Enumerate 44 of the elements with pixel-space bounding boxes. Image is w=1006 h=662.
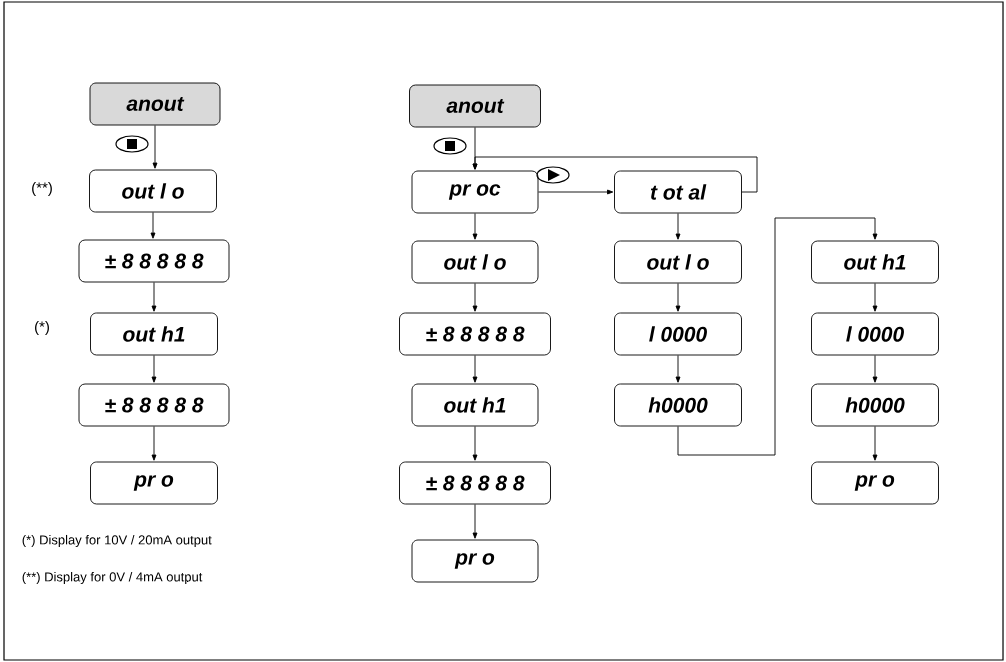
footnote: (*) Display for 10V / 20mA output: [22, 534, 212, 548]
arrow: [675, 213, 681, 240]
arrow: [472, 283, 478, 312]
arrow: [472, 156, 758, 193]
display-box: t ot al: [614, 170, 742, 214]
arrow: [151, 355, 157, 383]
arrow: [152, 125, 158, 169]
arrow: [675, 283, 681, 312]
display-box: out l o: [614, 240, 742, 284]
arrow: [675, 355, 681, 383]
arrow: [151, 282, 157, 312]
display-box: pr o: [411, 539, 539, 583]
arrow: [472, 355, 478, 383]
footnote: (**) Display for 0V / 4mA output: [22, 571, 203, 585]
arrow: [872, 355, 878, 383]
footnote-mark: (*): [35, 321, 49, 335]
arrow: [872, 426, 878, 461]
display-box: out h1: [411, 383, 539, 427]
display-box: h0000: [614, 383, 742, 427]
display-box: out h1: [811, 240, 939, 284]
arrow: [151, 426, 157, 461]
display-box: ± 8 8 8 8 8: [399, 461, 551, 505]
display-box: out h1: [90, 312, 218, 356]
display-box: pr o: [811, 461, 939, 505]
display-box: anout: [409, 84, 541, 128]
arrow: [150, 212, 156, 239]
arrow: [538, 189, 614, 195]
display-box: ± 8 8 8 8 8: [399, 312, 551, 356]
display-box: anout: [89, 82, 221, 126]
display-box: out l o: [89, 169, 217, 213]
arrow: [472, 426, 478, 461]
display-box: pr o: [90, 461, 218, 505]
arrow: [472, 504, 478, 539]
footnote-mark: (**): [32, 182, 52, 196]
display-box: ± 8 8 8 8 8: [78, 239, 230, 283]
display-box: out l o: [411, 240, 539, 284]
display-box: pr oc: [411, 170, 539, 214]
arrow: [872, 283, 878, 312]
display-box: l 0000: [614, 312, 742, 356]
display-box: ± 8 8 8 8 8: [78, 383, 230, 427]
display-box: h0000: [811, 383, 939, 427]
arrow: [472, 213, 478, 240]
display-box: l 0000: [811, 312, 939, 356]
arrow: [677, 217, 878, 456]
